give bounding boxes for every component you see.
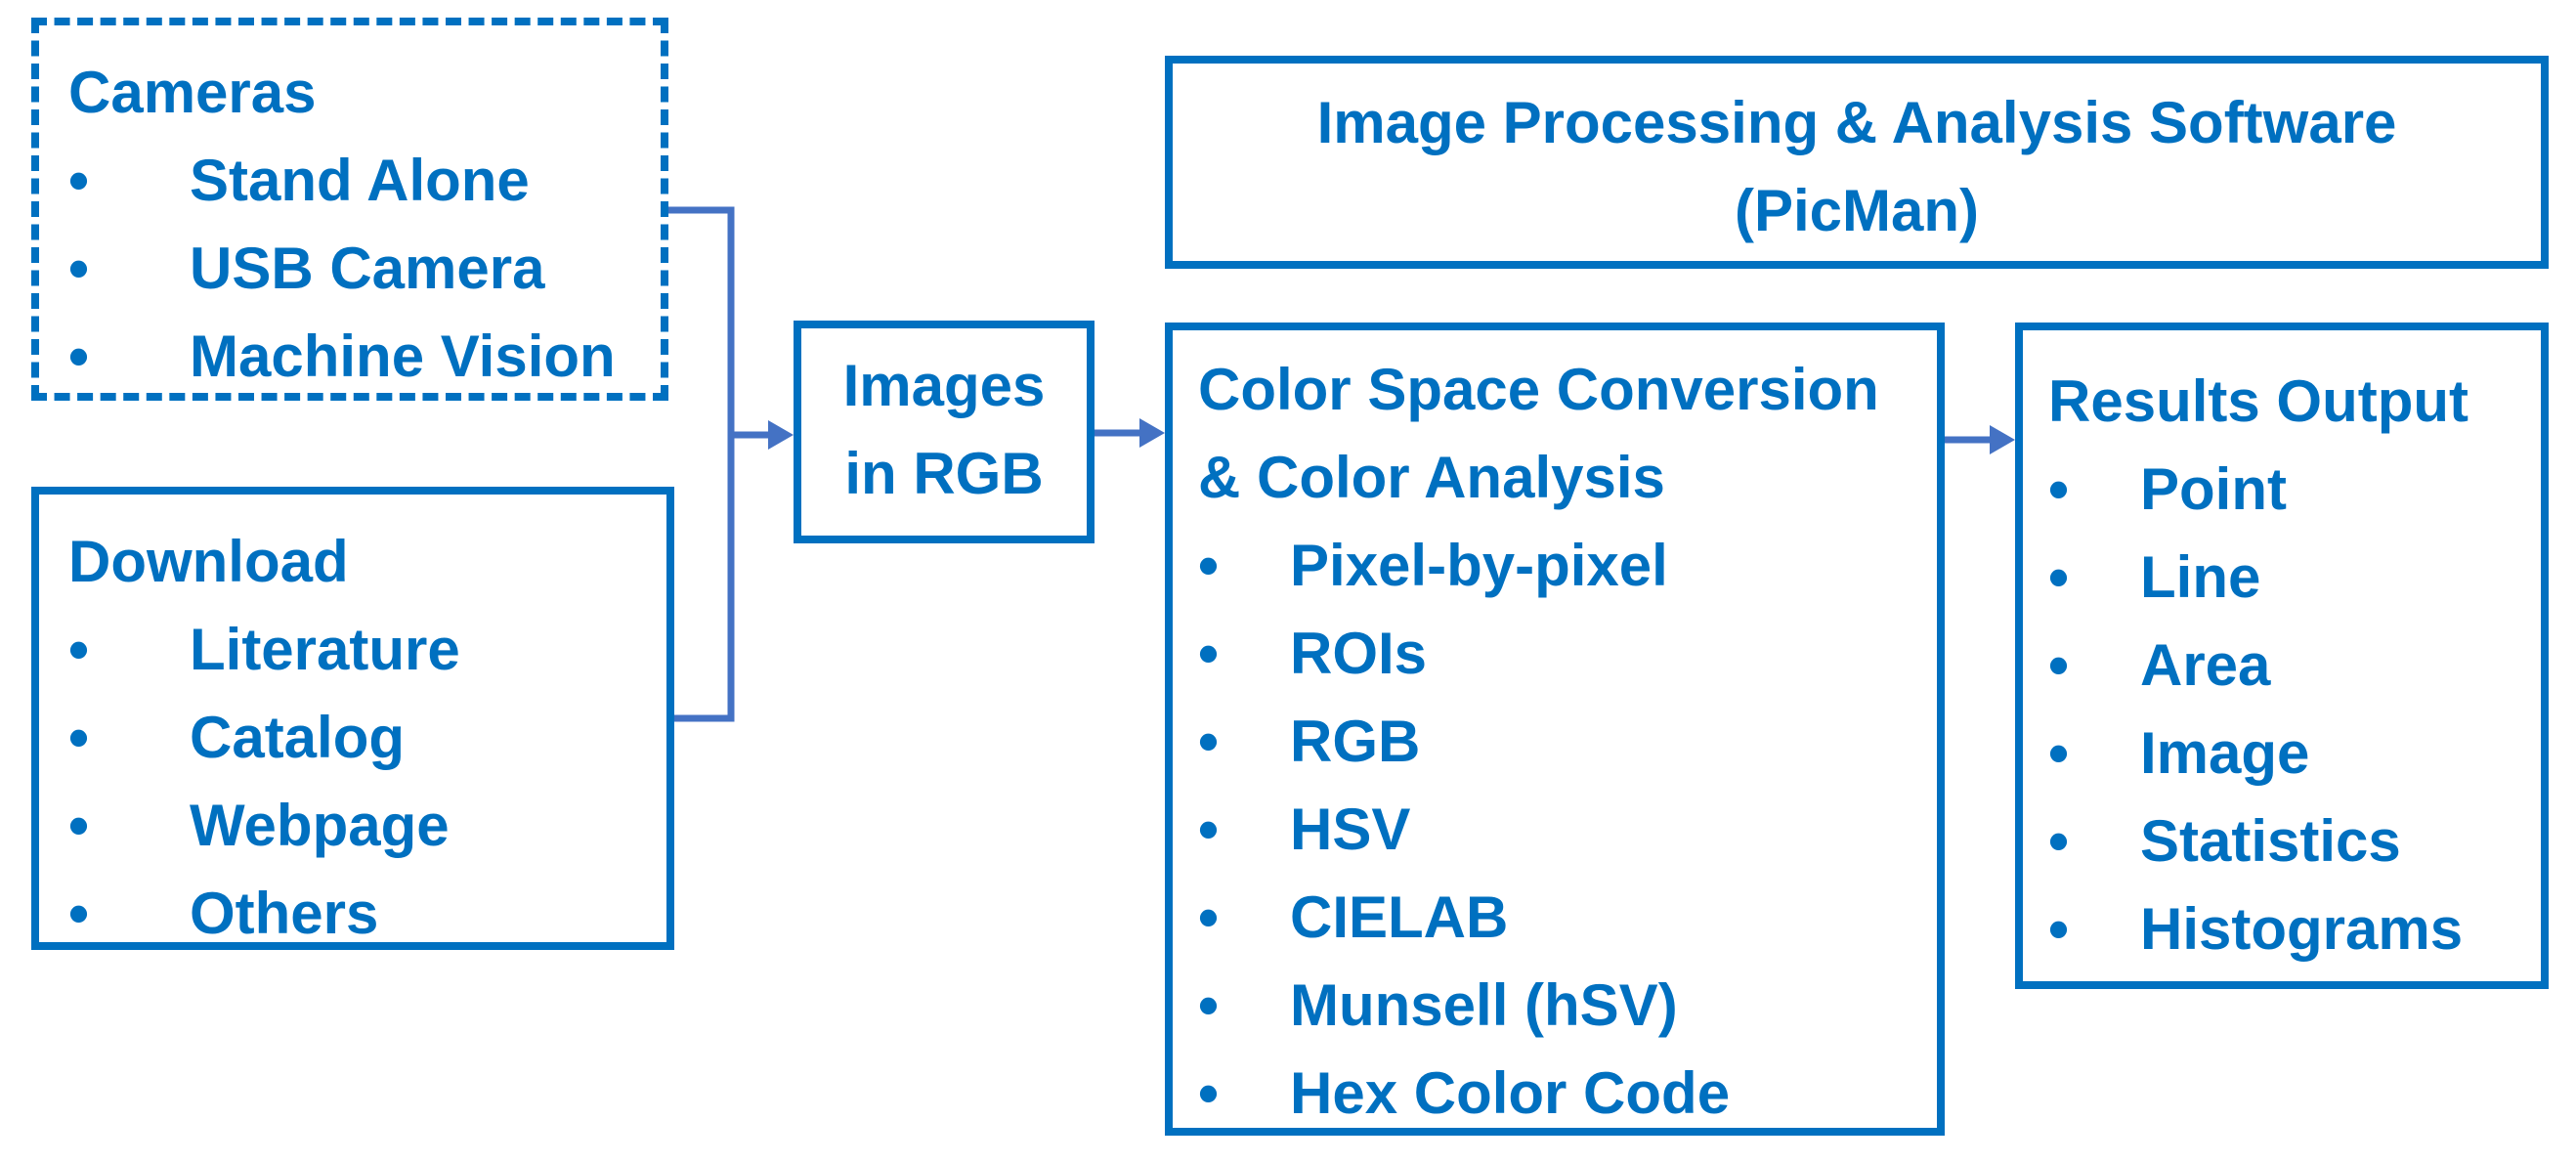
list-item: Pixel-by-pixel	[1198, 522, 1937, 610]
arrowhead-to-images	[768, 420, 794, 450]
images-line-2: in RGB	[844, 441, 1044, 506]
list-item: Image	[2048, 710, 2541, 797]
color-analysis-title-line-1: Color Space Conversion	[1198, 357, 1879, 422]
list-item: Stand Alone	[68, 137, 661, 225]
results-list: Point Line Area Image Statistics Histogr…	[2048, 446, 2541, 973]
arrowhead-to-color-analysis	[1139, 418, 1165, 448]
download-list: Literature Catalog Webpage Others	[68, 606, 666, 958]
list-item: Statistics	[2048, 797, 2541, 885]
color-analysis-list: Pixel-by-pixel ROIs RGB HSV CIELAB Munse…	[1198, 522, 1937, 1138]
download-box: Download Literature Catalog Webpage Othe…	[31, 487, 674, 958]
download-connector	[674, 435, 735, 722]
cameras-list: Stand Alone USB Camera Machine Vision	[68, 137, 661, 401]
list-item: RGB	[1198, 698, 1937, 786]
list-item: Area	[2048, 622, 2541, 710]
arrowhead-to-results	[1990, 425, 2015, 454]
software-box: Image Processing & Analysis Software (Pi…	[1165, 56, 2549, 269]
list-item: HSV	[1198, 786, 1937, 874]
list-item: CIELAB	[1198, 874, 1937, 962]
list-item: Webpage	[68, 782, 666, 870]
list-item: Machine Vision	[68, 313, 661, 401]
results-title: Results Output	[2048, 368, 2469, 434]
list-item: Literature	[68, 606, 666, 694]
list-item: Catalog	[68, 694, 666, 782]
images-box: Images in RGB	[794, 321, 1095, 543]
color-analysis-title-line-2: & Color Analysis	[1198, 445, 1665, 510]
list-item: Line	[2048, 534, 2541, 622]
list-item: Munsell (hSV)	[1198, 962, 1937, 1050]
cameras-title: Cameras	[68, 60, 317, 125]
images-line-1: Images	[842, 353, 1046, 418]
download-title: Download	[68, 529, 349, 594]
cameras-box: Cameras Stand Alone USB Camera Machine V…	[31, 18, 668, 401]
list-item: Point	[2048, 446, 2541, 534]
results-box: Results Output Point Line Area Image Sta…	[2015, 323, 2549, 989]
color-analysis-box: Color Space Conversion & Color Analysis …	[1165, 323, 1945, 1138]
list-item: USB Camera	[68, 225, 661, 313]
list-item: Others	[68, 870, 666, 958]
cameras-connector	[668, 206, 735, 435]
software-title: Image Processing & Analysis Software	[1316, 90, 2397, 155]
list-item: Histograms	[2048, 885, 2541, 973]
software-subtitle: (PicMan)	[1734, 178, 1980, 243]
list-item: Hex Color Code	[1198, 1050, 1937, 1138]
list-item: ROIs	[1198, 610, 1937, 698]
